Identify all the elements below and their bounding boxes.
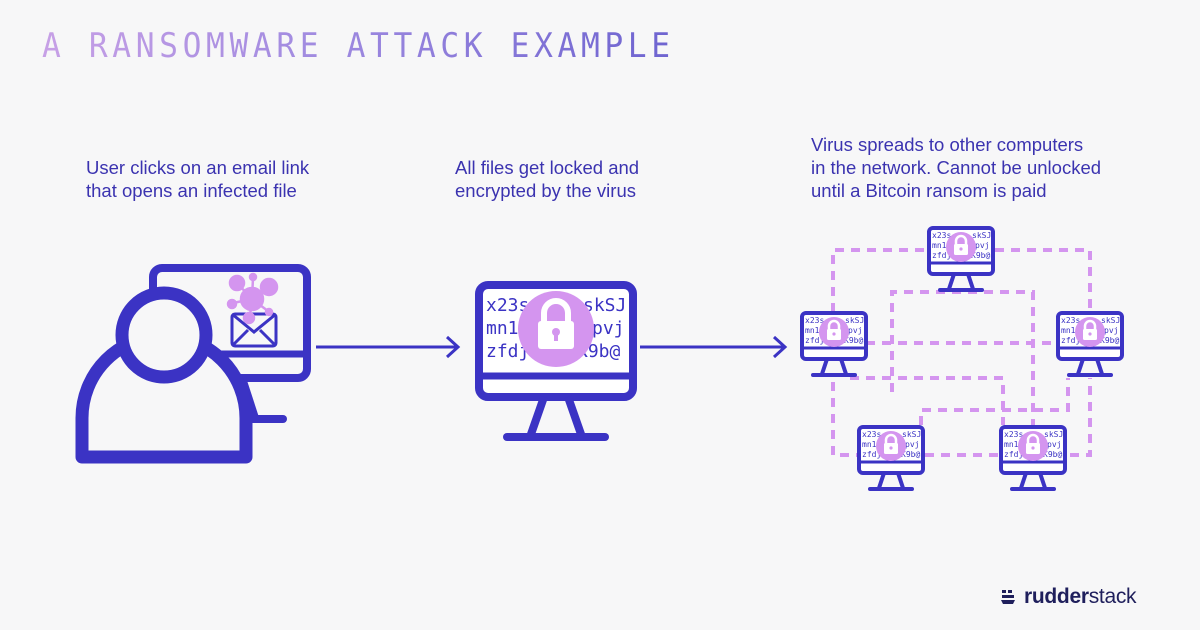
step-3-caption: Virus spreads to other computers in the … — [811, 134, 1102, 201]
brand-name: rudderstack — [1024, 585, 1137, 608]
cipher-text: K9b@ — [971, 251, 990, 260]
cipher-text: mn1 — [862, 440, 877, 449]
network-computer: x23s skSJ mn1 pvj zfdj K9b@ — [800, 311, 868, 377]
cipher-text: zfdj — [486, 341, 529, 362]
cipher-text: x23s — [486, 295, 529, 316]
network-link — [890, 290, 1035, 427]
encrypted-text: x23s skSJ mn1 pvj zfdj K9b@ — [805, 316, 864, 345]
encrypted-computer: x23s skSJ mn1 pvj zfdj K9b@ — [475, 281, 637, 441]
cipher-text: pvj — [975, 241, 989, 250]
cipher-text: mn1 — [486, 318, 519, 339]
step-1-caption: User clicks on an email link that opens … — [86, 157, 310, 201]
cipher-text: pvj — [848, 326, 862, 335]
cipher-text: zfdj — [1061, 336, 1080, 345]
cipher-text: K9b@ — [1100, 336, 1119, 345]
padlock-icon — [946, 232, 976, 262]
cipher-text: zfdj — [805, 336, 824, 345]
brand-logo: rudderstack — [1000, 585, 1137, 609]
cipher-text: K9b@ — [844, 336, 863, 345]
network-computer: x23s skSJ mn1 pvj zfdj K9b@ — [1056, 311, 1124, 377]
cipher-text: skSJ — [583, 295, 626, 316]
cipher-text: mn1 — [932, 241, 947, 250]
envelope-icon — [230, 312, 278, 348]
infected-user-computer — [75, 264, 311, 464]
diagram-title: A RANSOMWARE ATTACK EXAMPLE — [42, 26, 675, 66]
cipher-text: K9b@ — [901, 450, 920, 459]
cipher-text: mn1 — [1061, 326, 1076, 335]
arrow-right-icon — [316, 335, 461, 359]
cipher-text: skSJ — [972, 231, 991, 240]
padlock-icon — [876, 431, 906, 461]
cipher-text: zfdj — [932, 251, 951, 260]
encrypted-text: x23s skSJ mn1 pvj zfdj K9b@ — [1061, 316, 1120, 345]
cipher-text: pvj — [592, 318, 625, 339]
padlock-icon — [518, 291, 594, 367]
cipher-text: skSJ — [1101, 316, 1120, 325]
encrypted-text: x23s skSJ mn1 pvj zfdj K9b@ — [1004, 430, 1063, 459]
cipher-text: x23s — [1061, 316, 1080, 325]
cipher-text: x23s — [862, 430, 881, 439]
monitor-icon — [1056, 311, 1124, 377]
arrow-right-icon — [640, 335, 788, 359]
cipher-text: skSJ — [845, 316, 864, 325]
cipher-text: pvj — [905, 440, 919, 449]
step-2-caption: All files get locked and encrypted by th… — [455, 157, 640, 201]
network-computer: x23s skSJ mn1 pvj zfdj K9b@ — [857, 425, 925, 491]
network-link — [919, 378, 1070, 425]
padlock-icon — [1075, 317, 1105, 347]
encrypted-text: x23s skSJ mn1 pvj zfdj K9b@ — [862, 430, 921, 459]
network-connections — [831, 248, 1092, 457]
cipher-text: pvj — [1047, 440, 1061, 449]
cipher-text: zfdj — [862, 450, 881, 459]
cipher-text: x23s — [1004, 430, 1023, 439]
user-icon — [75, 286, 253, 464]
cipher-text: mn1 — [1004, 440, 1019, 449]
network-link — [831, 382, 860, 457]
network-computer: x23s skSJ mn1 pvj zfdj K9b@ — [927, 226, 995, 292]
cipher-text: x23s — [805, 316, 824, 325]
cipher-text: x23s — [932, 231, 951, 240]
network-link — [850, 376, 1005, 425]
cipher-text: pvj — [1104, 326, 1118, 335]
network-link — [1070, 378, 1092, 457]
rudderstack-logo-icon — [1001, 590, 1015, 604]
cipher-text: skSJ — [1044, 430, 1063, 439]
cipher-text: K9b@ — [1043, 450, 1062, 459]
cipher-text: skSJ — [902, 430, 921, 439]
virus-icon — [226, 272, 279, 325]
encrypted-text: x23s skSJ mn1 pvj zfdj K9b@ — [486, 295, 626, 362]
cipher-text: zfdj — [1004, 450, 1023, 459]
encrypted-text: x23s skSJ mn1 pvj zfdj K9b@ — [932, 231, 991, 260]
padlock-icon — [1018, 431, 1048, 461]
network-computer: x23s skSJ mn1 pvj zfdj K9b@ — [999, 425, 1067, 491]
padlock-icon — [819, 317, 849, 347]
cipher-text: mn1 — [805, 326, 820, 335]
